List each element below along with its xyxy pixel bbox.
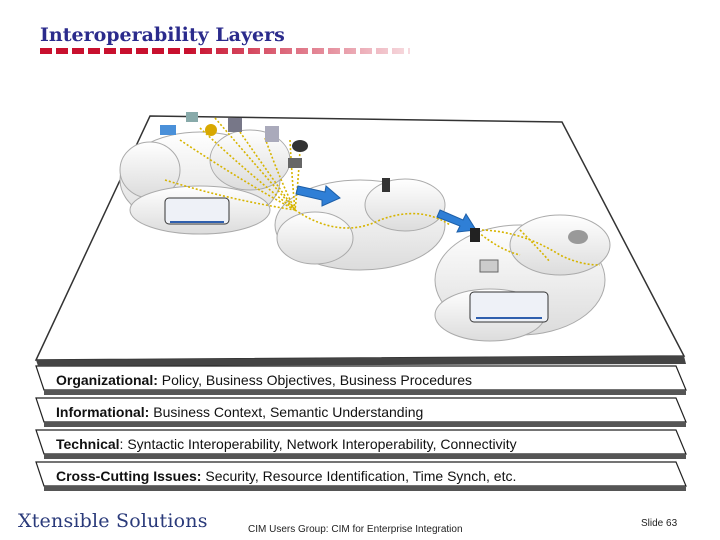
slide-number: Slide 63 bbox=[641, 518, 677, 529]
layer-cross-cutting: Cross-Cutting Issues: Security, Resource… bbox=[56, 468, 516, 484]
layer-cross-cutting-name: Cross-Cutting Issues: bbox=[56, 468, 201, 484]
layer-cross-cutting-desc: Security, Resource Identification, Time … bbox=[201, 468, 516, 484]
layer-organizational-name: Organizational: bbox=[56, 372, 158, 388]
layer-technical-desc: : Syntactic Interoperability, Network In… bbox=[120, 436, 517, 452]
layer-informational: Informational: Business Context, Semanti… bbox=[56, 404, 423, 420]
footer-caption: CIM Users Group: CIM for Enterprise Inte… bbox=[248, 524, 463, 535]
layer-informational-desc: Business Context, Semantic Understanding bbox=[149, 404, 423, 420]
company-logo: Xtensible Solutions bbox=[18, 510, 208, 532]
layer-technical: Technical: Syntactic Interoperability, N… bbox=[56, 436, 517, 452]
layer-organizational-desc: Policy, Business Objectives, Business Pr… bbox=[158, 372, 472, 388]
layer-technical-name: Technical bbox=[56, 436, 120, 452]
layer-informational-name: Informational: bbox=[56, 404, 149, 420]
layer-organizational: Organizational: Policy, Business Objecti… bbox=[56, 372, 472, 388]
